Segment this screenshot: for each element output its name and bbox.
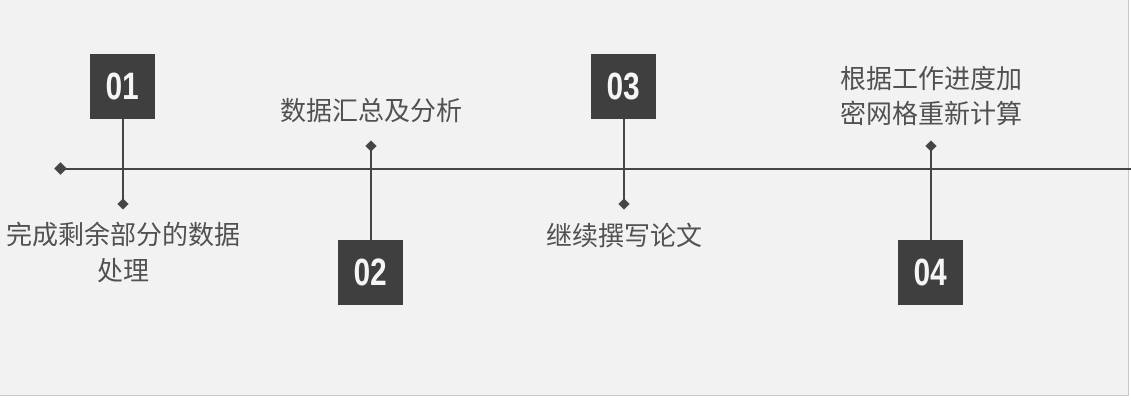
- connector-line-02: [370, 146, 372, 240]
- step-number-box-03: 03: [591, 54, 656, 119]
- step-number-04: 04: [914, 251, 947, 294]
- step-label-03: 继续撰写论文: [545, 221, 702, 251]
- connector-line-03: [623, 119, 625, 204]
- connector-line-01: [122, 119, 124, 204]
- timeline-axis: [59, 167, 1131, 170]
- step-label-04: 根据工作进度加密网格重新计算: [839, 64, 1022, 129]
- step-number-box-02: 02: [338, 240, 403, 305]
- connector-line-04: [930, 146, 932, 240]
- step-number-box-01: 01: [90, 54, 155, 119]
- step-number-02: 02: [354, 251, 387, 294]
- step-number-03: 03: [607, 65, 640, 108]
- step-label-02: 数据汇总及分析: [279, 96, 462, 126]
- step-number-01: 01: [106, 65, 139, 108]
- step-number-box-04: 04: [898, 240, 963, 305]
- step-label-01: 完成剩余部分的数据处理: [5, 220, 240, 286]
